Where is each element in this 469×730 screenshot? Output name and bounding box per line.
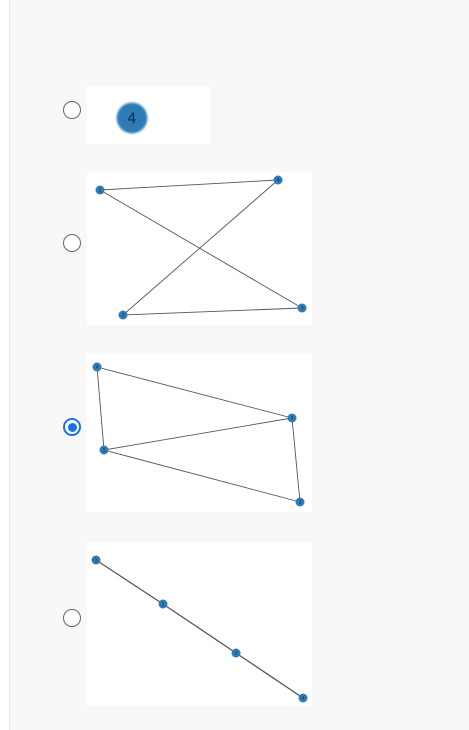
- option-a-graph: 4: [87, 86, 210, 144]
- option-d-node-1: [91, 555, 101, 565]
- option-d: 1 2 3 4: [10, 542, 469, 707]
- option-d-graph: 1 2 3 4: [87, 542, 312, 706]
- option-a: 4: [10, 86, 469, 146]
- option-c-graph: 1 2 3 4: [87, 354, 312, 512]
- option-c-edge-1-3: [103, 417, 293, 451]
- option-d-node-4: [298, 693, 308, 703]
- option-b-edge-1-3: [99, 189, 303, 309]
- option-c-edge-1-2: [103, 449, 301, 503]
- option-d-graph-svg: 1 2 3 4: [91, 555, 308, 703]
- option-c-node-1-label: 1: [103, 448, 106, 454]
- option-d-node-1-label: 1: [95, 558, 98, 564]
- option-b-edge-2-3: [122, 307, 303, 316]
- option-b-radio[interactable]: [63, 234, 81, 252]
- answer-panel: 4 1 2 3 4 1 2 3 4 1 2 3 4: [9, 0, 469, 730]
- option-b-node-4: [273, 175, 283, 185]
- option-c-node-2: [295, 497, 305, 507]
- option-d-edge-3-4: [235, 652, 304, 699]
- option-d-node-2-label: 2: [162, 602, 165, 608]
- option-c-edge-4-1: [96, 366, 105, 451]
- option-b: 1 2 3 4: [10, 172, 469, 325]
- option-c-graph-svg: 1 2 3 4: [92, 362, 305, 507]
- option-c-node-4-label: 4: [96, 365, 99, 371]
- node-4-label: 4: [128, 111, 137, 127]
- node-4: [115, 101, 149, 135]
- option-c: 1 2 3 4: [10, 354, 469, 514]
- option-c-edge-3-2: [291, 417, 301, 503]
- option-c-node-1: [99, 445, 109, 455]
- option-b-node-2: [118, 310, 128, 320]
- option-d-node-2: [158, 599, 168, 609]
- option-d-node-3: [231, 648, 241, 658]
- option-d-node-4-label: 4: [302, 696, 305, 702]
- option-b-edge-4-2: [122, 179, 279, 316]
- option-a-graph-svg: 4: [115, 101, 149, 135]
- option-b-node-1-label: 1: [99, 188, 102, 194]
- option-c-node-4: [92, 362, 102, 372]
- option-b-edge-1-4: [99, 179, 279, 191]
- option-d-node-3-label: 3: [235, 651, 238, 657]
- option-c-radio[interactable]: [63, 418, 81, 436]
- option-b-graph: 1 2 3 4: [87, 172, 312, 325]
- option-d-radio[interactable]: [63, 609, 81, 627]
- option-b-node-2-label: 2: [122, 313, 125, 319]
- option-b-node-4-label: 4: [277, 178, 280, 184]
- option-c-edge-4-3: [96, 366, 293, 419]
- option-b-node-3-label: 3: [301, 306, 304, 312]
- option-c-node-2-label: 2: [299, 500, 302, 506]
- option-d-edge-1-2: [95, 559, 164, 605]
- option-c-node-3-label: 3: [291, 416, 294, 422]
- option-b-node-3: [297, 303, 307, 313]
- option-a-radio[interactable]: [63, 101, 81, 119]
- option-b-node-1: [95, 185, 105, 195]
- option-b-graph-svg: 1 2 3 4: [95, 175, 307, 320]
- option-d-edge-2-3: [162, 603, 237, 654]
- option-c-node-3: [287, 413, 297, 423]
